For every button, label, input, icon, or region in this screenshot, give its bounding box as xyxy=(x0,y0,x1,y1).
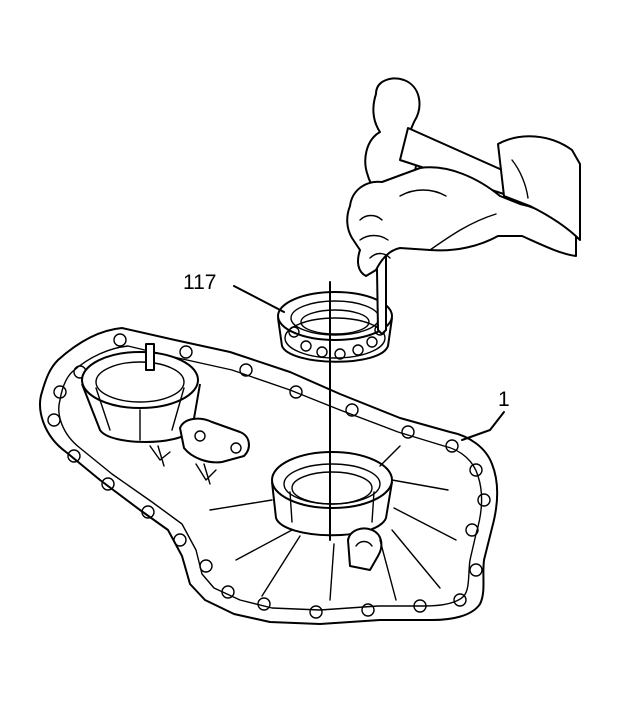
bearing xyxy=(277,291,393,363)
callout-label-117: 117 xyxy=(183,271,216,294)
upper-bore xyxy=(81,343,201,443)
callout-label-1: 1 xyxy=(498,388,510,411)
shift-fork-boss xyxy=(149,417,250,485)
main-bearing-bore xyxy=(271,451,393,571)
callout-117: 117 xyxy=(183,271,285,313)
housing-ribs xyxy=(209,445,457,601)
bolt-holes xyxy=(47,333,491,619)
callout-1: 1 xyxy=(461,388,510,441)
sleeve xyxy=(497,135,581,241)
hand-with-hammer-and-punch xyxy=(346,77,581,335)
transfer-case-housing xyxy=(39,327,499,625)
bearing-rollers xyxy=(288,324,386,360)
